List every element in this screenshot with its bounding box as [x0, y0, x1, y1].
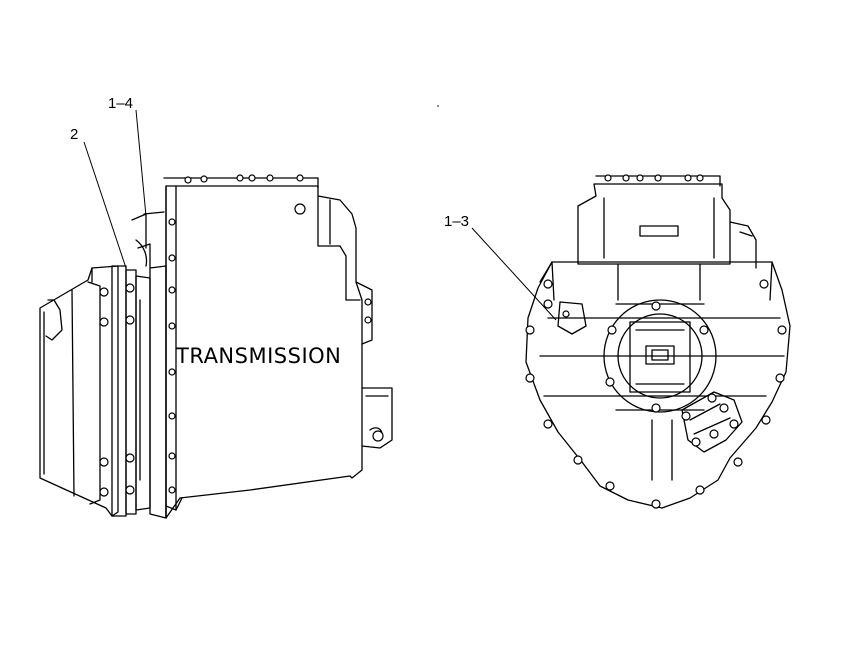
spacer-plates — [131, 211, 167, 519]
callout-1-3-number: 1–3 — [444, 213, 469, 230]
transmission-label: TRANSMISSION — [175, 344, 341, 368]
stray-dot — [437, 105, 439, 107]
callout-1-4: 1–4 — [108, 95, 147, 217]
flange-plate — [99, 265, 137, 517]
callout-1-3: 1–3 — [444, 213, 557, 321]
top-cover — [577, 174, 757, 269]
callout-1-4-number: 1–4 — [108, 95, 133, 112]
center-hub — [603, 299, 717, 413]
callout-2: 2 — [70, 126, 127, 269]
front-view: 1–3 — [444, 174, 791, 509]
transmission-case — [163, 174, 393, 519]
adapter-housing — [39, 265, 119, 517]
side-view: TRANSMISSION 2 1–4 — [39, 95, 393, 519]
housing-bolts — [525, 279, 787, 509]
small-cover-plate — [557, 301, 587, 335]
front-housing — [525, 261, 791, 509]
pump-valve-body — [681, 391, 743, 453]
callout-2-number: 2 — [70, 126, 78, 143]
